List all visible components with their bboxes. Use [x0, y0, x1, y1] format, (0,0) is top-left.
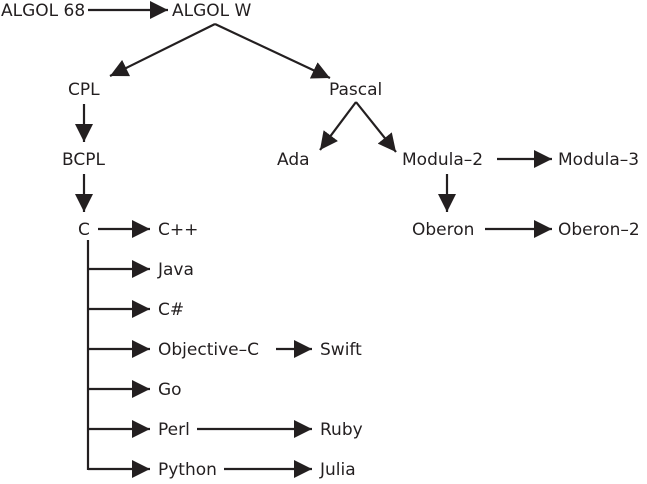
node-objc: Objective–C	[158, 340, 259, 360]
node-ruby: Ruby	[320, 420, 363, 440]
node-perl: Perl	[158, 420, 190, 440]
node-c: C	[78, 220, 90, 240]
node-bcpl: BCPL	[62, 150, 105, 170]
node-swift: Swift	[320, 340, 362, 360]
node-algol68: ALGOL 68	[1, 1, 86, 21]
edge-algolw-cpl	[109, 23, 216, 77]
edge-pascal-ada	[319, 101, 357, 151]
node-ada: Ada	[277, 150, 310, 170]
node-csharp: C#	[158, 300, 185, 320]
node-python: Python	[158, 460, 217, 480]
node-cpp: C++	[158, 220, 199, 240]
node-go: Go	[158, 380, 182, 400]
node-java: Java	[158, 260, 194, 280]
node-cpl: CPL	[68, 80, 100, 100]
node-oberon: Oberon	[412, 220, 475, 240]
node-modula2: Modula–2	[402, 150, 484, 170]
node-julia: Julia	[320, 460, 356, 480]
edge-algolw-pascal	[214, 23, 331, 79]
node-oberon2: Oberon–2	[558, 220, 640, 240]
node-pascal: Pascal	[329, 80, 383, 100]
node-algolw: ALGOL W	[172, 1, 252, 21]
node-modula3: Modula–3	[558, 150, 640, 170]
edge-pascal-modula2	[355, 101, 397, 153]
